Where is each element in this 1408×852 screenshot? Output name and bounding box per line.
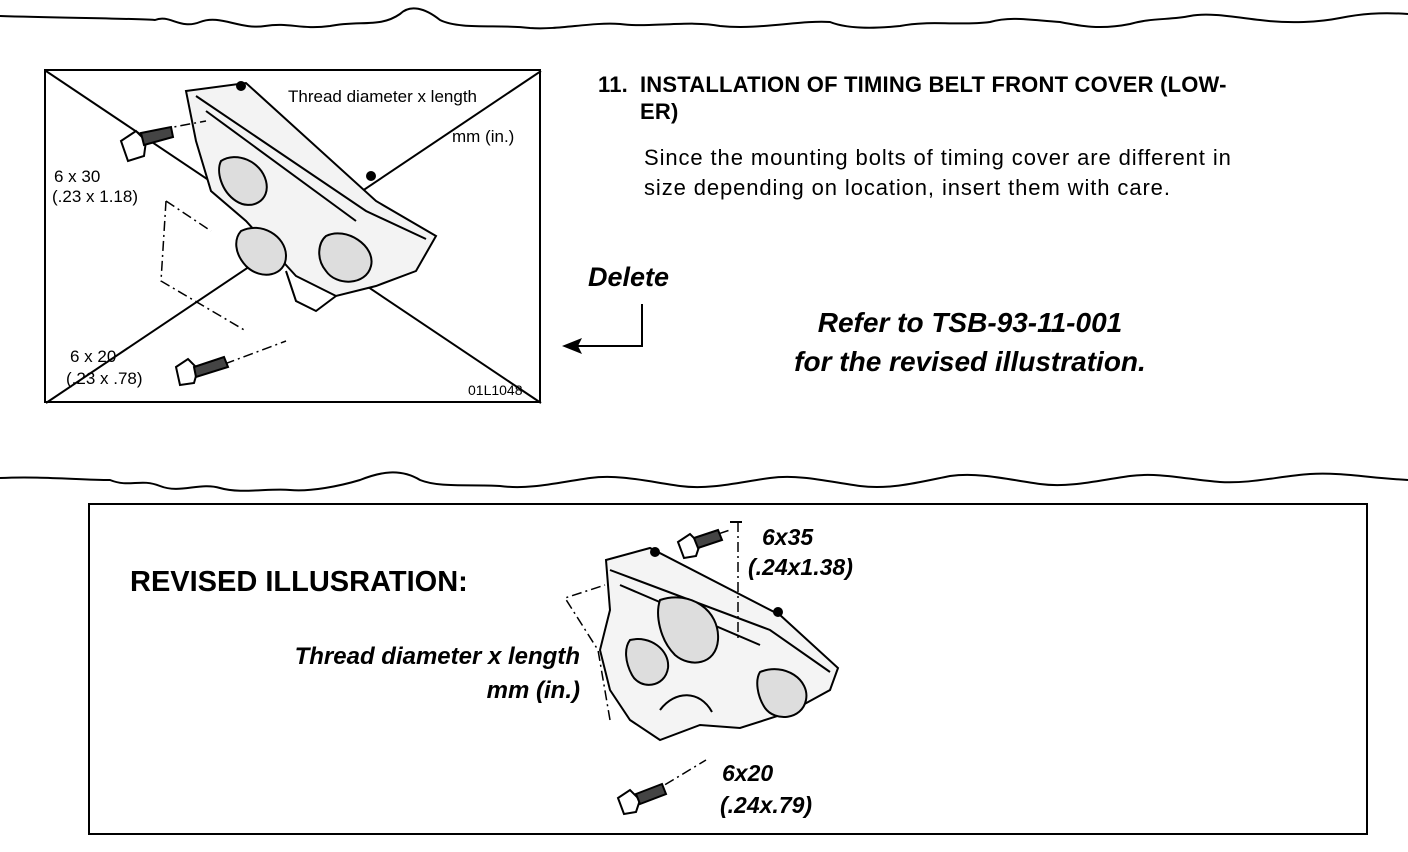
revised-bolt-lower-size: 6x20 <box>722 760 774 786</box>
bolt-lower-icon <box>174 355 230 387</box>
revised-bolt-upper-size: 6x35 <box>762 524 814 550</box>
revised-bolt-upper-icon <box>676 528 724 560</box>
timing-cover-drawing <box>184 81 438 313</box>
old-figure-code: 01L1048 <box>468 382 523 398</box>
delete-arrow-icon <box>562 304 643 354</box>
revised-thread-label-line2: mm (in.) <box>486 677 580 704</box>
step-body-line1: Since the mounting bolts of timing cover… <box>644 145 1232 170</box>
old-illustration-drawing <box>46 71 542 404</box>
step-title-line1: INSTALLATION OF TIMING BELT FRONT COVER … <box>640 72 1227 97</box>
revised-thread-label: Thread diameter x length mm (in.) <box>200 640 580 708</box>
old-illustration: Thread diameter x length mm (in.) 6 x 30… <box>44 69 542 404</box>
revised-thread-label-line1: Thread diameter x length <box>294 643 580 670</box>
top-tear-line <box>0 7 1408 30</box>
refer-note-line1: Refer to TSB-93-11-001 <box>817 307 1123 338</box>
revised-illustration-box <box>88 503 1368 835</box>
step-number: 11. <box>598 72 628 97</box>
old-thread-label-line1: Thread diameter x length <box>288 87 477 106</box>
old-thread-label-line2: mm (in.) <box>452 127 515 146</box>
revised-timing-cover-drawing <box>598 546 840 742</box>
delete-label: Delete <box>588 262 670 292</box>
old-bolt-lower-inches: (.23 x .78) <box>66 369 143 388</box>
step-heading: 11. INSTALLATION OF TIMING BELT FRONT COV… <box>598 71 1378 125</box>
old-bolt-upper-size: 6 x 30 <box>54 167 101 186</box>
refer-note: Refer to TSB-93-11-001 for the revised i… <box>720 303 1220 381</box>
revised-bolt-lower-icon <box>616 782 668 816</box>
old-bolt-lower-size: 6 x 20 <box>70 347 117 366</box>
bolt-upper-icon <box>119 125 175 163</box>
old-bolt-upper-inches: (.23 x 1.18) <box>52 187 138 206</box>
middle-tear-line <box>0 471 1408 492</box>
revised-title: REVISED ILLUSRATION: <box>130 566 468 598</box>
step-title-line2: ER) <box>640 99 679 124</box>
revised-bolt-upper-inches: (.24x1.38) <box>748 554 853 580</box>
step-body: Since the mounting bolts of timing cover… <box>644 143 1374 203</box>
step-body-line2: size depending on location, insert them … <box>644 175 1171 200</box>
refer-note-line2: for the revised illustration. <box>794 346 1146 377</box>
revised-bolt-lower-inches: (.24x.79) <box>720 792 813 818</box>
